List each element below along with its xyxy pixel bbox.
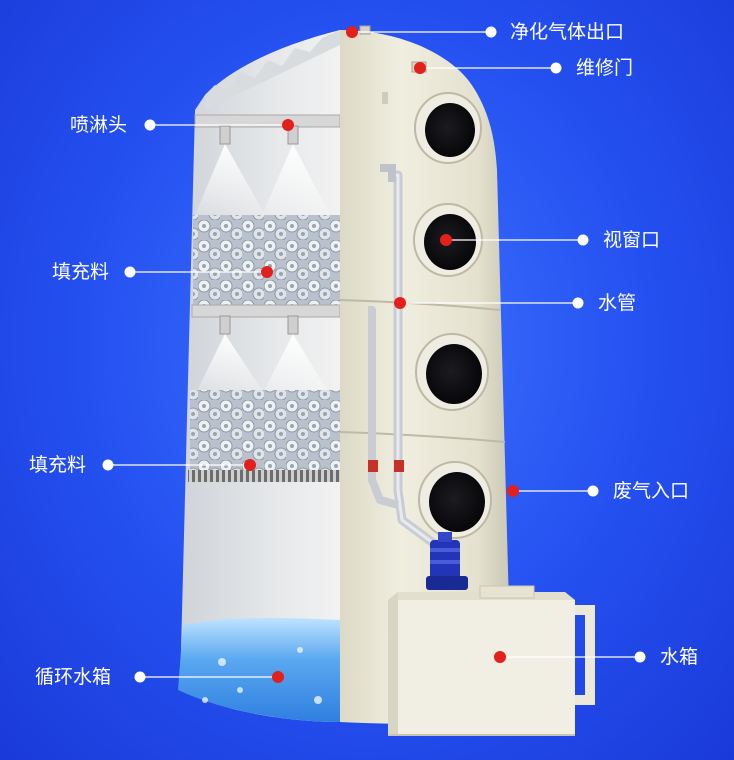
callout-packing-upper — [124, 266, 273, 278]
support-grate — [188, 470, 340, 482]
small-fitting — [382, 92, 388, 104]
view-port-1 — [414, 92, 482, 164]
band-seam — [339, 299, 501, 311]
circulation-water — [178, 617, 340, 722]
nozzle-lower-2 — [287, 315, 299, 335]
marker-sprayer — [282, 119, 294, 131]
water-pipe-secondary — [368, 306, 400, 509]
cut-edge — [205, 30, 340, 110]
label-packing-lower: 填充料 — [29, 454, 87, 476]
endpoint-dot — [577, 234, 589, 246]
bubble — [237, 687, 243, 693]
endpoint-dot — [134, 671, 146, 683]
marker-circulation-tank — [272, 671, 284, 683]
callout-water-tank — [494, 651, 646, 663]
gas-inlet-port — [418, 461, 492, 539]
callout-maintenance-door — [414, 62, 562, 74]
label-water-tank: 水箱 — [660, 646, 699, 668]
valve-2 — [394, 460, 404, 472]
marker-packing-upper — [261, 266, 273, 278]
valve-1 — [368, 460, 378, 472]
label-view-port: 视窗口 — [603, 229, 661, 251]
marker-gas-inlet — [507, 485, 519, 497]
label-water-pipe: 水管 — [598, 292, 637, 314]
spray-cone-upper-1 — [195, 144, 265, 215]
top-vent — [359, 25, 371, 35]
band-seam — [339, 431, 506, 443]
spray-header-pipe-lower — [191, 304, 341, 318]
nozzle-lower-1 — [219, 315, 231, 335]
marker-packing-lower — [244, 459, 256, 471]
endpoint-dot — [634, 651, 646, 663]
marker-gas-outlet — [346, 26, 358, 38]
callout-water-pipe — [394, 297, 584, 309]
endpoint-dot — [587, 485, 599, 497]
label-packing-upper: 填充料 — [52, 261, 110, 283]
packing-bed-lower — [190, 390, 340, 470]
marker-water-tank — [494, 651, 506, 663]
nozzle-upper-1 — [219, 125, 231, 145]
pipe-elbow-top — [380, 164, 396, 182]
callout-packing-lower — [102, 459, 256, 471]
bubble — [314, 696, 322, 704]
endpoint-dot — [102, 459, 114, 471]
marker-water-pipe — [394, 297, 406, 309]
endpoint-dot — [144, 119, 156, 131]
callout-gas-inlet — [507, 485, 599, 497]
packing-bed-upper — [193, 215, 340, 305]
spray-cone-upper-2 — [262, 144, 330, 215]
callout-gas-outlet — [346, 26, 497, 38]
label-gas-inlet: 废气入口 — [613, 480, 690, 502]
label-circulation-tank: 循环水箱 — [35, 666, 112, 688]
endpoint-dot — [124, 266, 136, 278]
bubble — [202, 697, 208, 703]
water-tank — [388, 585, 595, 736]
spray-cone-lower-1 — [195, 334, 265, 395]
label-maintenance-door: 维修门 — [576, 57, 634, 79]
view-port-3 — [415, 333, 489, 411]
callout-circulation-tank — [134, 671, 284, 683]
callout-sprayer — [144, 119, 294, 131]
label-gas-outlet: 净化气体出口 — [510, 21, 625, 43]
bubble — [297, 647, 303, 653]
marker-view-port — [440, 234, 452, 246]
label-sprayer: 喷淋头 — [70, 114, 128, 136]
endpoint-dot — [485, 26, 497, 38]
callout-view-port — [440, 234, 589, 246]
circulation-pump — [426, 532, 468, 590]
marker-maintenance-door — [414, 62, 426, 74]
endpoint-dot — [572, 297, 584, 309]
bubble — [218, 658, 226, 666]
endpoint-dot — [550, 62, 562, 74]
spray-cone-lower-2 — [262, 334, 330, 395]
